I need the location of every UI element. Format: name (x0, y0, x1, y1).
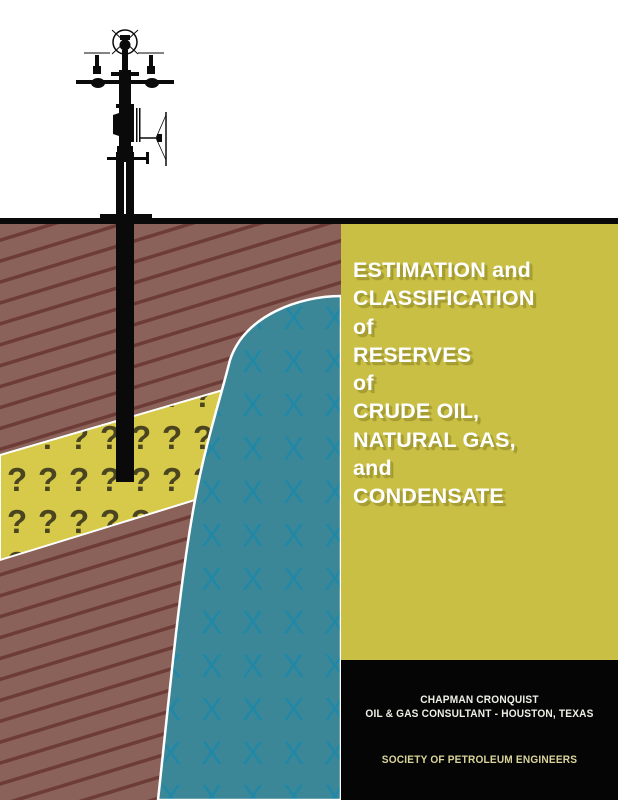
title-line: ESTIMATION and (353, 258, 531, 282)
author-affiliation: OIL & GAS CONSULTANT - HOUSTON, TEXAS (365, 708, 594, 720)
title-line: of (353, 314, 374, 339)
wellhead-icon (76, 29, 174, 166)
title-line: NATURAL GAS, (353, 427, 516, 452)
title-line: CLASSIFICATION (353, 286, 535, 311)
title-line: and (353, 456, 392, 481)
author-block: CHAPMAN CRONQUIST OIL & GAS CONSULTANT -… (352, 693, 607, 721)
title-line: of (353, 371, 374, 396)
title-panel: ESTIMATION and CLASSIFICATION of RESERVE… (341, 224, 618, 660)
author-name: CHAPMAN CRONQUIST (420, 694, 539, 706)
title-line: RESERVES (353, 342, 472, 367)
title-line: CONDENSATE (353, 484, 504, 509)
ground-surface (0, 218, 618, 224)
author-panel: CHAPMAN CRONQUIST OIL & GAS CONSULTANT -… (341, 660, 618, 800)
title-line: CRUDE OIL, (353, 399, 480, 424)
publisher-name: SOCIETY OF PETROLEUM ENGINEERS (381, 754, 578, 766)
wellbore (116, 160, 134, 482)
book-title: ESTIMATION and CLASSIFICATION of RESERVE… (353, 256, 535, 511)
salt-dome (156, 294, 341, 800)
